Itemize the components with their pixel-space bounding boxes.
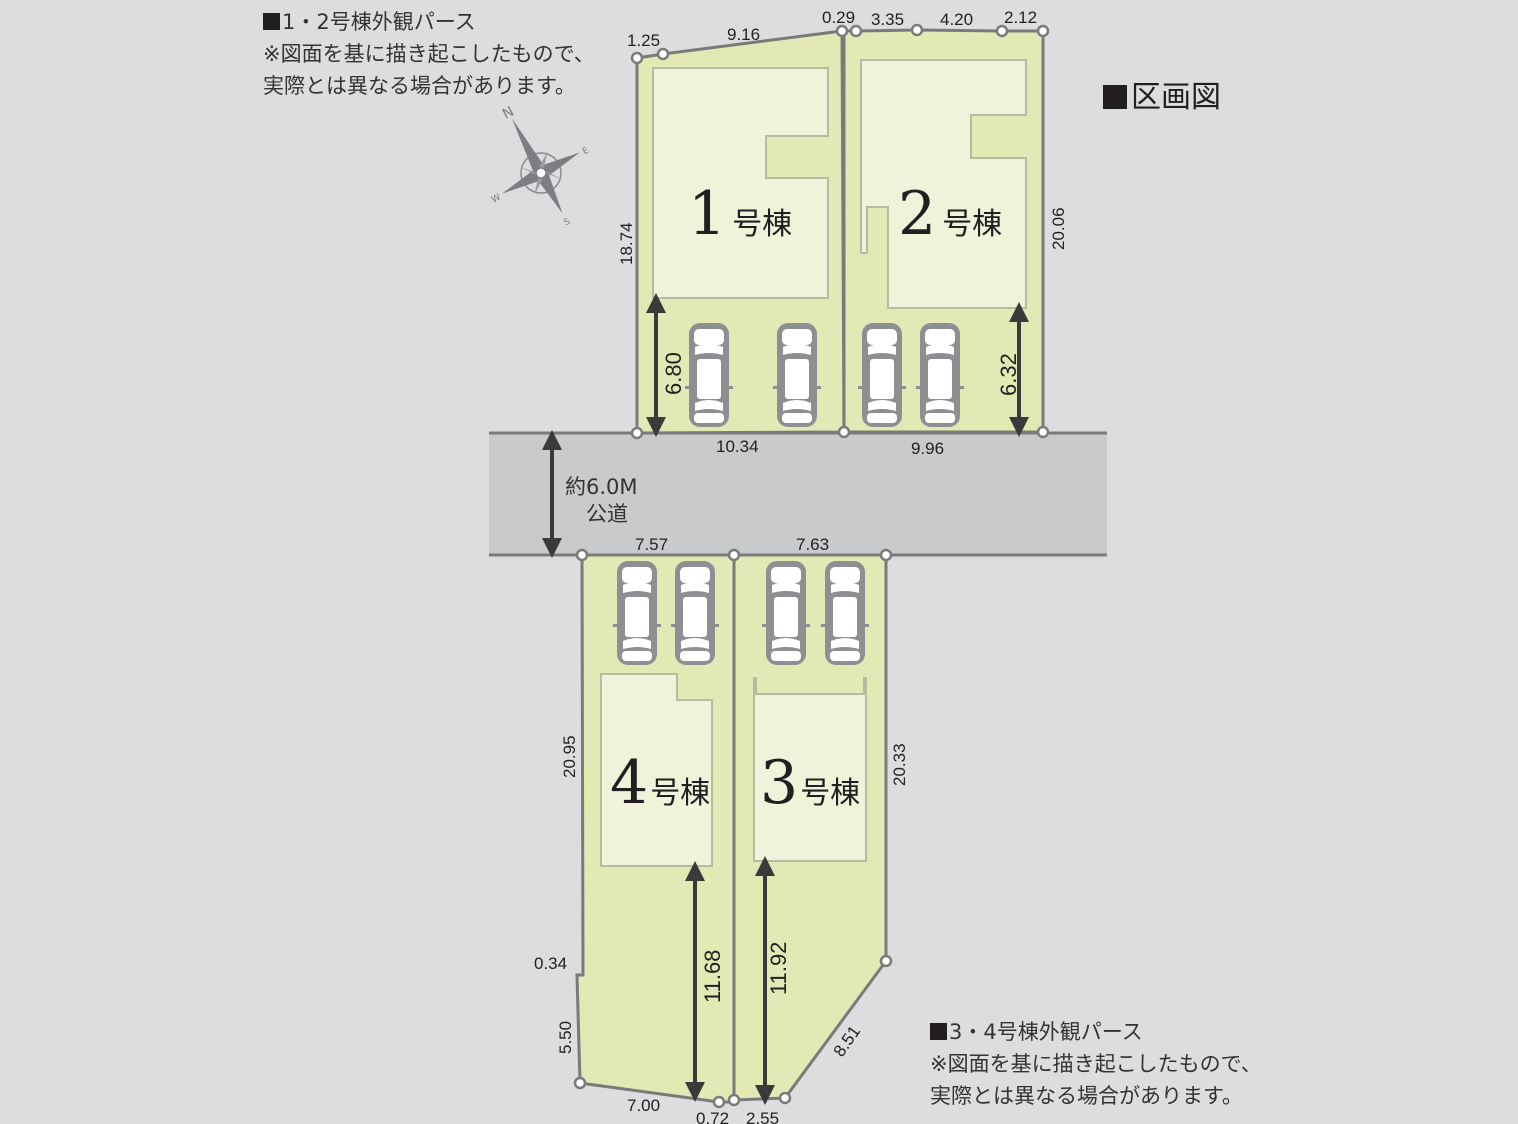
square-bullet-icon <box>930 1023 947 1040</box>
dim-lot1-top-right: 0.29 <box>822 8 855 27</box>
page-title: 区画図 <box>1103 72 1221 116</box>
dim-lot4-left-lower: 5.50 <box>556 1021 575 1054</box>
svg-text:S: S <box>562 217 572 229</box>
dim-lot3-bottom: 2.55 <box>746 1109 779 1124</box>
dim-lot1-top-left: 1.25 <box>627 31 660 50</box>
note-bottom: 3・4号棟外観パース ※図面を基に描き起こしたもので、 実際とは異なる場合があり… <box>930 1016 1262 1112</box>
dim-lot2-top-c: 2.12 <box>1004 8 1037 27</box>
car-icon <box>773 323 821 427</box>
note-bottom-line1: ※図面を基に描き起こしたもので、 <box>930 1052 1262 1076</box>
dim-lot3-front: 7.63 <box>796 535 829 554</box>
dim-lot4-jog: 0.34 <box>534 954 567 973</box>
car-icon <box>858 323 906 427</box>
compass-icon: N E S W <box>490 104 591 229</box>
car-icon <box>821 561 869 665</box>
public-road <box>489 433 1107 555</box>
note-top-line1: ※図面を基に描き起こしたもので、 <box>263 42 595 66</box>
car-icon <box>762 561 810 665</box>
dim-lot3-right: 20.33 <box>890 743 909 786</box>
svg-text:N: N <box>500 104 517 123</box>
road-type-label: 公道 <box>586 502 628 526</box>
dim-lot1-front: 10.34 <box>716 437 759 456</box>
note-bottom-heading: 3・4号棟外観パース <box>930 1016 1262 1048</box>
car-icon <box>685 323 733 427</box>
square-bullet-icon <box>1103 85 1127 109</box>
dim-lot2-top-b: 4.20 <box>940 10 973 29</box>
building-1 <box>652 67 829 299</box>
svg-text:W: W <box>490 192 503 205</box>
building-3-label: 3号棟 <box>760 748 860 818</box>
dim-lot2-setback: 6.32 <box>996 353 1021 396</box>
dim-lot4-front: 7.57 <box>635 535 668 554</box>
dim-lot1-left: 18.74 <box>617 222 636 265</box>
building-3 <box>753 677 867 862</box>
dim-lot2-right: 20.06 <box>1049 207 1068 250</box>
note-top-line2: 実際とは異なる場合があります。 <box>263 74 576 98</box>
dim-lot4-left-upper: 20.95 <box>560 735 579 778</box>
dim-lot1-setback: 6.80 <box>661 352 686 395</box>
dim-lot2-front: 9.96 <box>911 439 944 458</box>
note-top: 1・2号棟外観パース ※図面を基に描き起こしたもので、 実際とは異なる場合があり… <box>263 6 595 102</box>
svg-text:E: E <box>581 145 591 157</box>
dim-lot1-top: 9.16 <box>727 25 760 44</box>
dim-lot4-setback: 11.68 <box>700 950 725 1003</box>
vertex-markers <box>573 23 1050 1109</box>
car-icon <box>916 323 964 427</box>
dim-lot3-setback: 11.92 <box>766 942 791 995</box>
building-4-label: 4号棟 <box>610 748 710 818</box>
car-icon <box>613 561 661 665</box>
dim-lot4-bottom-short: 0.72 <box>696 1109 729 1124</box>
note-top-heading: 1・2号棟外観パース <box>263 6 595 38</box>
dim-lot4-bottom: 7.00 <box>627 1096 660 1115</box>
square-bullet-icon <box>263 13 280 30</box>
note-bottom-line2: 実際とは異なる場合があります。 <box>930 1084 1243 1108</box>
dim-lot2-top-a: 3.35 <box>871 10 904 29</box>
road-width-label: 約6.0M <box>565 475 638 499</box>
building-4 <box>600 673 713 867</box>
car-icon <box>671 561 719 665</box>
